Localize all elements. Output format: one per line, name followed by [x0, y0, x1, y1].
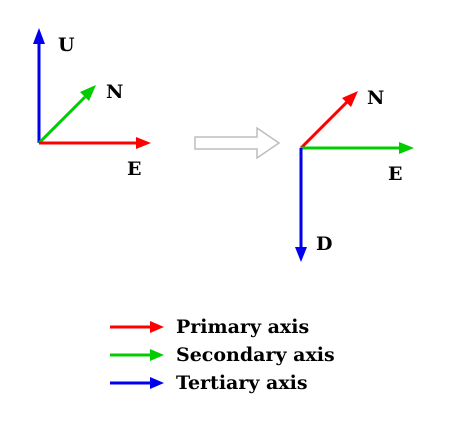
legend-secondary-label: Secondary axis: [176, 344, 335, 366]
enu-up-arrowhead: [33, 28, 45, 44]
ned-east-label: E: [388, 163, 402, 185]
ned-down-label: D: [316, 233, 332, 255]
legend-item-secondary: Secondary axis: [110, 344, 335, 366]
legend-primary-label: Primary axis: [176, 316, 309, 338]
legend: Primary axis Secondary axis Tertiary axi…: [110, 316, 335, 394]
conversion-arrow-icon: [194, 126, 281, 160]
ned-frame: N E D: [295, 87, 414, 262]
legend-primary-arrowhead: [150, 321, 164, 333]
enu-east-label: E: [127, 158, 141, 180]
enu-north-label: N: [106, 81, 123, 103]
enu-up-label: U: [58, 34, 75, 56]
enu-north-axis-line: [37, 95, 87, 145]
legend-item-primary: Primary axis: [110, 316, 309, 338]
legend-item-tertiary: Tertiary axis: [110, 372, 308, 394]
enu-north-arrowhead: [80, 85, 96, 101]
ned-down-arrowhead: [295, 247, 307, 262]
ned-north-arrowhead: [342, 91, 358, 107]
enu-frame: U N E: [33, 28, 151, 180]
ned-east-arrowhead: [399, 142, 414, 154]
legend-secondary-arrowhead: [150, 349, 164, 361]
legend-tertiary-label: Tertiary axis: [176, 372, 308, 394]
legend-tertiary-arrowhead: [150, 377, 164, 389]
ned-north-label: N: [367, 87, 384, 109]
ned-north-axis-line: [299, 100, 349, 150]
enu-east-arrowhead: [136, 137, 151, 149]
